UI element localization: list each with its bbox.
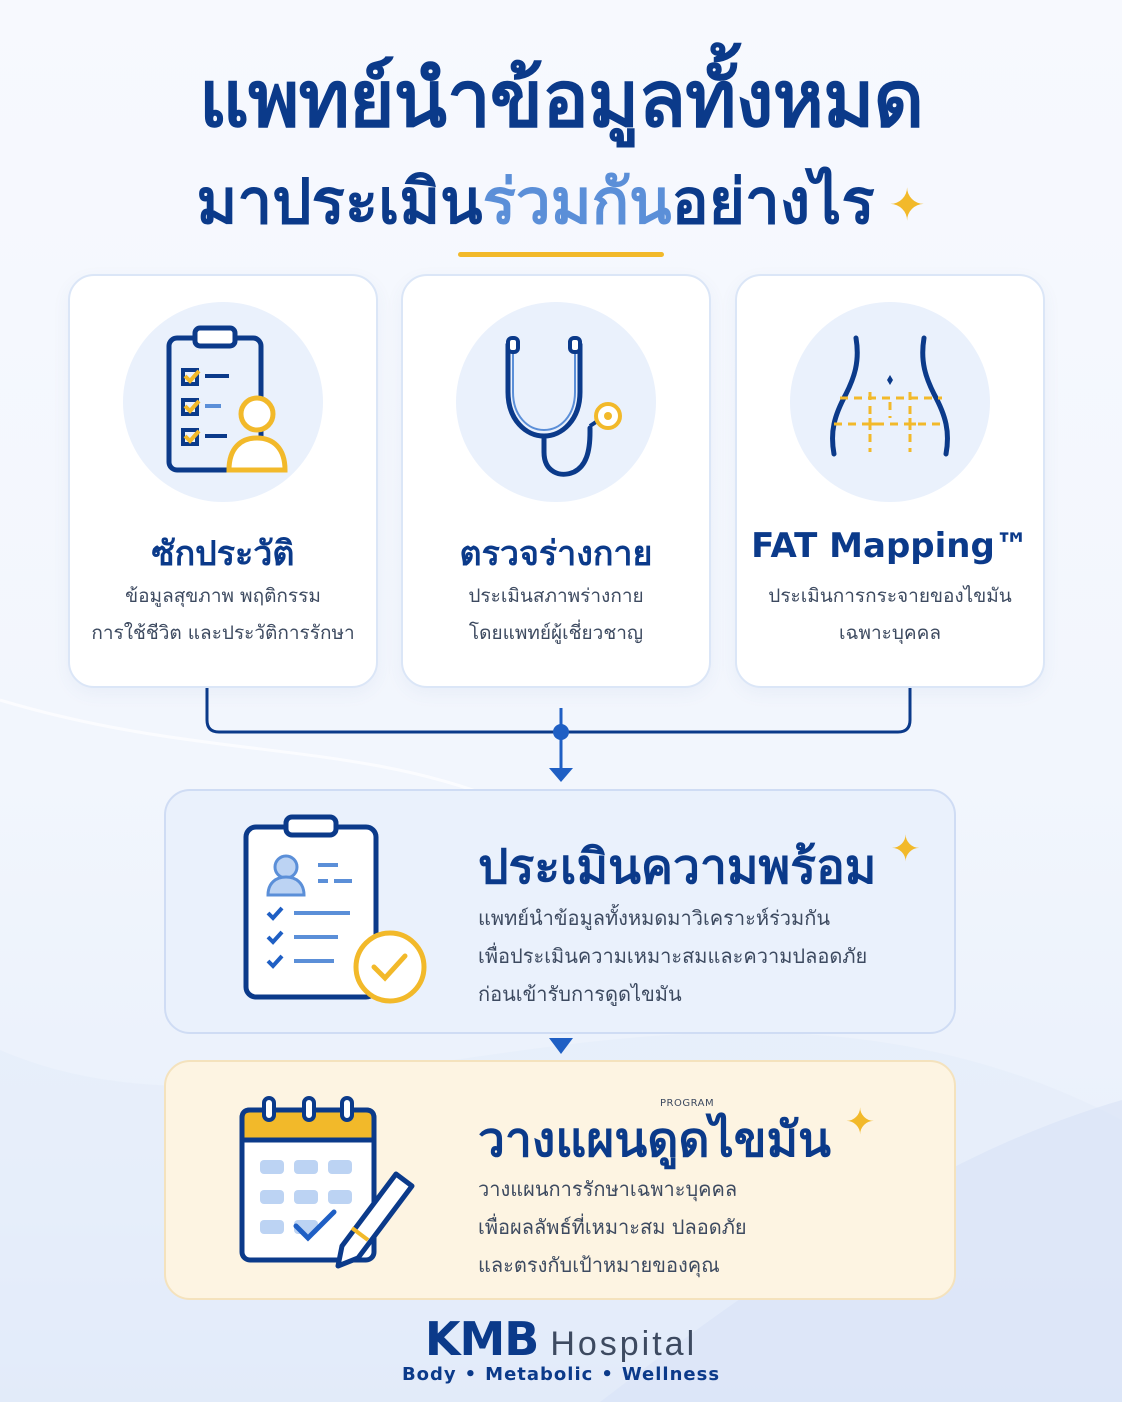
card-icon-circle <box>790 302 990 502</box>
tagline-item: Body <box>401 1364 457 1385</box>
clipboard-person-icon <box>166 325 288 473</box>
plan-desc: วางแผนการรักษาเฉพาะบุคคล เพื่อผลลัพธ์ที่… <box>478 1170 747 1284</box>
assessment-desc: แพทย์นำข้อมูลทั้งหมดมาวิเคราะห์ร่วมกัน เ… <box>478 899 867 1013</box>
sparkle-icon: ✦ <box>844 1102 876 1143</box>
card-icon-circle <box>456 302 656 502</box>
sparkle-icon: ✦ <box>890 829 921 870</box>
connector-node <box>553 724 569 740</box>
card-desc-line: เฉพาะบุคคล <box>839 622 941 644</box>
card-physical-exam: ตรวจร่างกาย ประเมินสภาพร่างกาย โดยแพทย์ผ… <box>401 274 711 688</box>
card-title: ตรวจร่างกาย <box>459 534 653 574</box>
logo-brand: KMB <box>424 1312 539 1366</box>
stethoscope-icon <box>505 336 622 477</box>
assessment-title: ประเมินความพร้อม ✦ <box>478 829 921 905</box>
assessment-box: ประเมินความพร้อม ✦ แพทย์นำข้อมูลทั้งหมดมา… <box>164 789 956 1034</box>
calendar-pencil-icon <box>239 1096 415 1269</box>
plan-desc-line: วางแผนการรักษาเฉพาะบุคคล <box>478 1177 738 1201</box>
clipboard-check-icon <box>243 814 427 1004</box>
card-desc-line: ข้อมูลสุขภาพ พฤติกรรม <box>125 585 321 607</box>
card-history: ซักประวัติ ข้อมูลสุขภาพ พฤติกรรม การใช้ช… <box>68 274 378 688</box>
plan-title: วางแผนดูดไขมัน ✦ <box>478 1102 875 1178</box>
plan-box: PROGRAM วางแผนดูดไขมัน ✦ วางแผนการรักษาเฉ… <box>164 1060 956 1300</box>
arrow-down-icon <box>549 768 573 782</box>
card-title: FAT Mapping™ <box>751 526 1029 566</box>
tagline-item: Wellness <box>621 1364 721 1385</box>
card-desc-line: ประเมินสภาพร่างกาย <box>468 585 644 607</box>
card-title: ซักประวัติ <box>151 534 295 574</box>
title-suffix: อย่างไร <box>671 165 875 238</box>
arrow-down-icon <box>549 1038 573 1054</box>
assessment-title-text: ประเมินความพร้อม <box>478 839 877 895</box>
tagline-item: Metabolic <box>485 1364 594 1385</box>
flow-connector <box>205 688 912 1054</box>
title-underline <box>458 252 664 257</box>
logo-name: Hospital <box>550 1325 698 1363</box>
title-prefix: มาประเมิน <box>196 165 483 238</box>
logo-tagline: Body•Metabolic•Wellness <box>401 1364 721 1385</box>
card-fat-mapping: FAT Mapping™ ประเมินการกระจายของไขมัน เฉ… <box>735 274 1045 688</box>
card-desc-line: การใช้ชีวิต และประวัติการรักษา <box>91 622 355 644</box>
sparkle-icon: ✦ <box>888 179 926 231</box>
page-title-line2: มาประเมินร่วมกันอย่างไร✦ <box>0 166 1122 237</box>
plan-title-text: วางแผนดูดไขมัน <box>478 1112 831 1168</box>
assessment-desc-line: ก่อนเข้ารับการดูดไขมัน <box>478 982 682 1006</box>
plan-desc-line: เพื่อผลลัพธ์ที่เหมาะสม ปลอดภัย <box>478 1215 747 1239</box>
card-desc: ประเมินสภาพร่างกาย โดยแพทย์ผู้เชี่ยวชาญ <box>403 578 709 652</box>
page-title-line1: แพทย์นำข้อมูลทั้งหมด <box>198 55 924 145</box>
card-desc-line: โดยแพทย์ผู้เชี่ยวชาญ <box>468 622 644 644</box>
plan-desc-line: และตรงกับเป้าหมายของคุณ <box>478 1253 720 1277</box>
card-desc: ข้อมูลสุขภาพ พฤติกรรม การใช้ชีวิต และประ… <box>70 578 376 652</box>
card-icon-circle <box>123 302 323 502</box>
assessment-desc-line: แพทย์นำข้อมูลทั้งหมดมาวิเคราะห์ร่วมกัน <box>478 906 831 930</box>
card-desc-line: ประเมินการกระจายของไขมัน <box>768 585 1012 607</box>
body-mapping-icon <box>830 335 950 457</box>
title-accent: ร่วมกัน <box>482 165 672 238</box>
program-tag: PROGRAM <box>660 1098 715 1109</box>
hospital-logo: KMB Hospital Body•Metabolic•Wellness <box>0 1312 1122 1385</box>
card-desc: ประเมินการกระจายของไขมัน เฉพาะบุคคล <box>737 578 1043 652</box>
assessment-desc-line: เพื่อประเมินความเหมาะสมและความปลอดภัย <box>478 944 868 968</box>
